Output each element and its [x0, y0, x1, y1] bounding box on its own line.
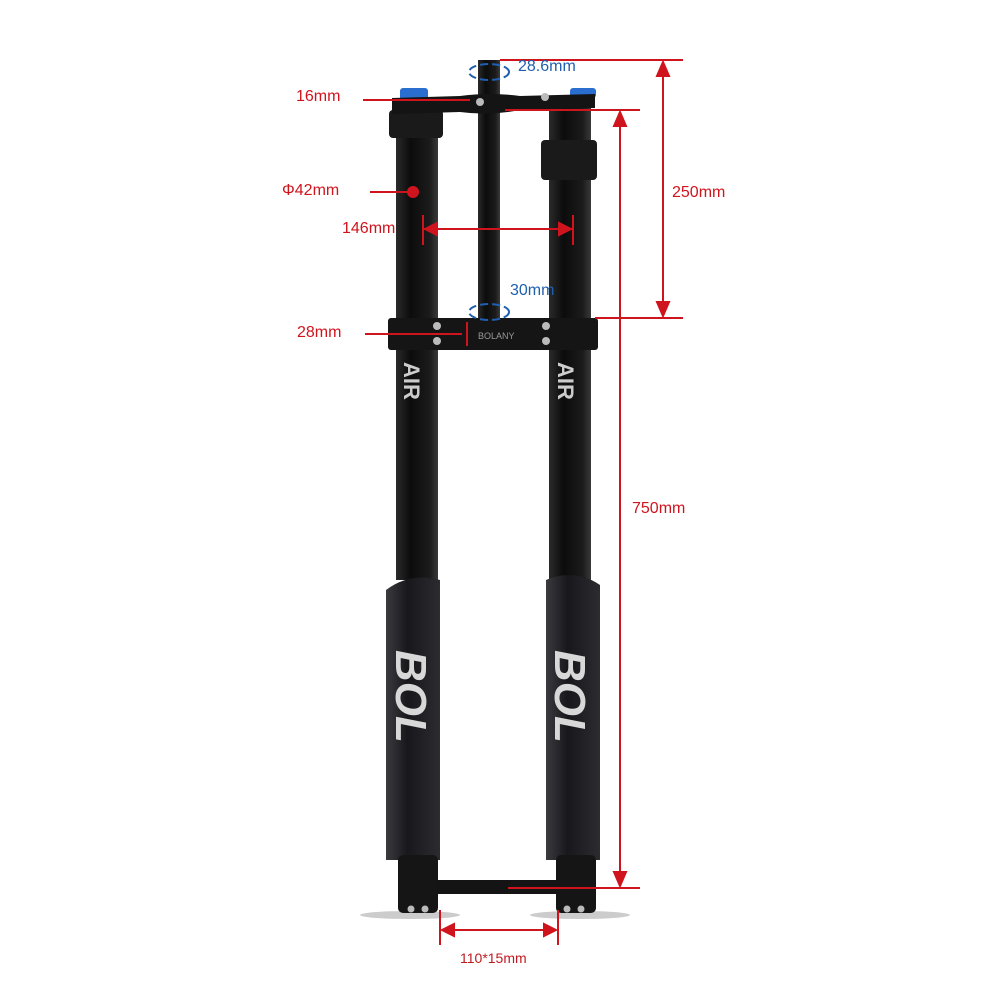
left-top-clamp	[389, 110, 443, 138]
leg-logo-air: AIR	[553, 362, 578, 400]
leg-logo-bol: BOL	[545, 650, 594, 743]
right-boot	[541, 140, 597, 180]
steerer-bottom-marker	[468, 303, 510, 321]
axle	[436, 880, 560, 894]
right-dropout	[556, 855, 596, 913]
stanchion-spacing-dimension: 146mm	[342, 220, 396, 237]
steerer-tube	[478, 60, 500, 322]
stanchion-diameter-dimension: Φ42mm	[282, 182, 340, 199]
left-cap-icon	[400, 88, 428, 100]
steerer-length-dimension: 250mm	[672, 184, 726, 201]
steerer-top-dimension: 28.6mm	[518, 58, 576, 75]
shadow	[530, 911, 630, 919]
steerer-bottom-dimension: 30mm	[510, 282, 555, 299]
leg-logo-bol: BOL	[386, 650, 435, 743]
bottom-crown-dimension: 28mm	[297, 324, 342, 341]
shadow	[360, 911, 460, 919]
top-crown-dimension: 16mm	[296, 88, 341, 105]
axle-to-crown-dimension: 750mm	[632, 500, 686, 517]
axle-dimension: 110*15mm	[460, 950, 527, 966]
left-dropout	[398, 855, 438, 913]
steerer-top-marker	[468, 63, 510, 81]
left-lower-leg	[386, 577, 440, 860]
crown-logo: BOLANY	[478, 331, 515, 341]
dimension-lines	[363, 59, 683, 945]
right-lower-leg	[546, 575, 600, 860]
leg-logo-air: AIR	[399, 362, 424, 400]
